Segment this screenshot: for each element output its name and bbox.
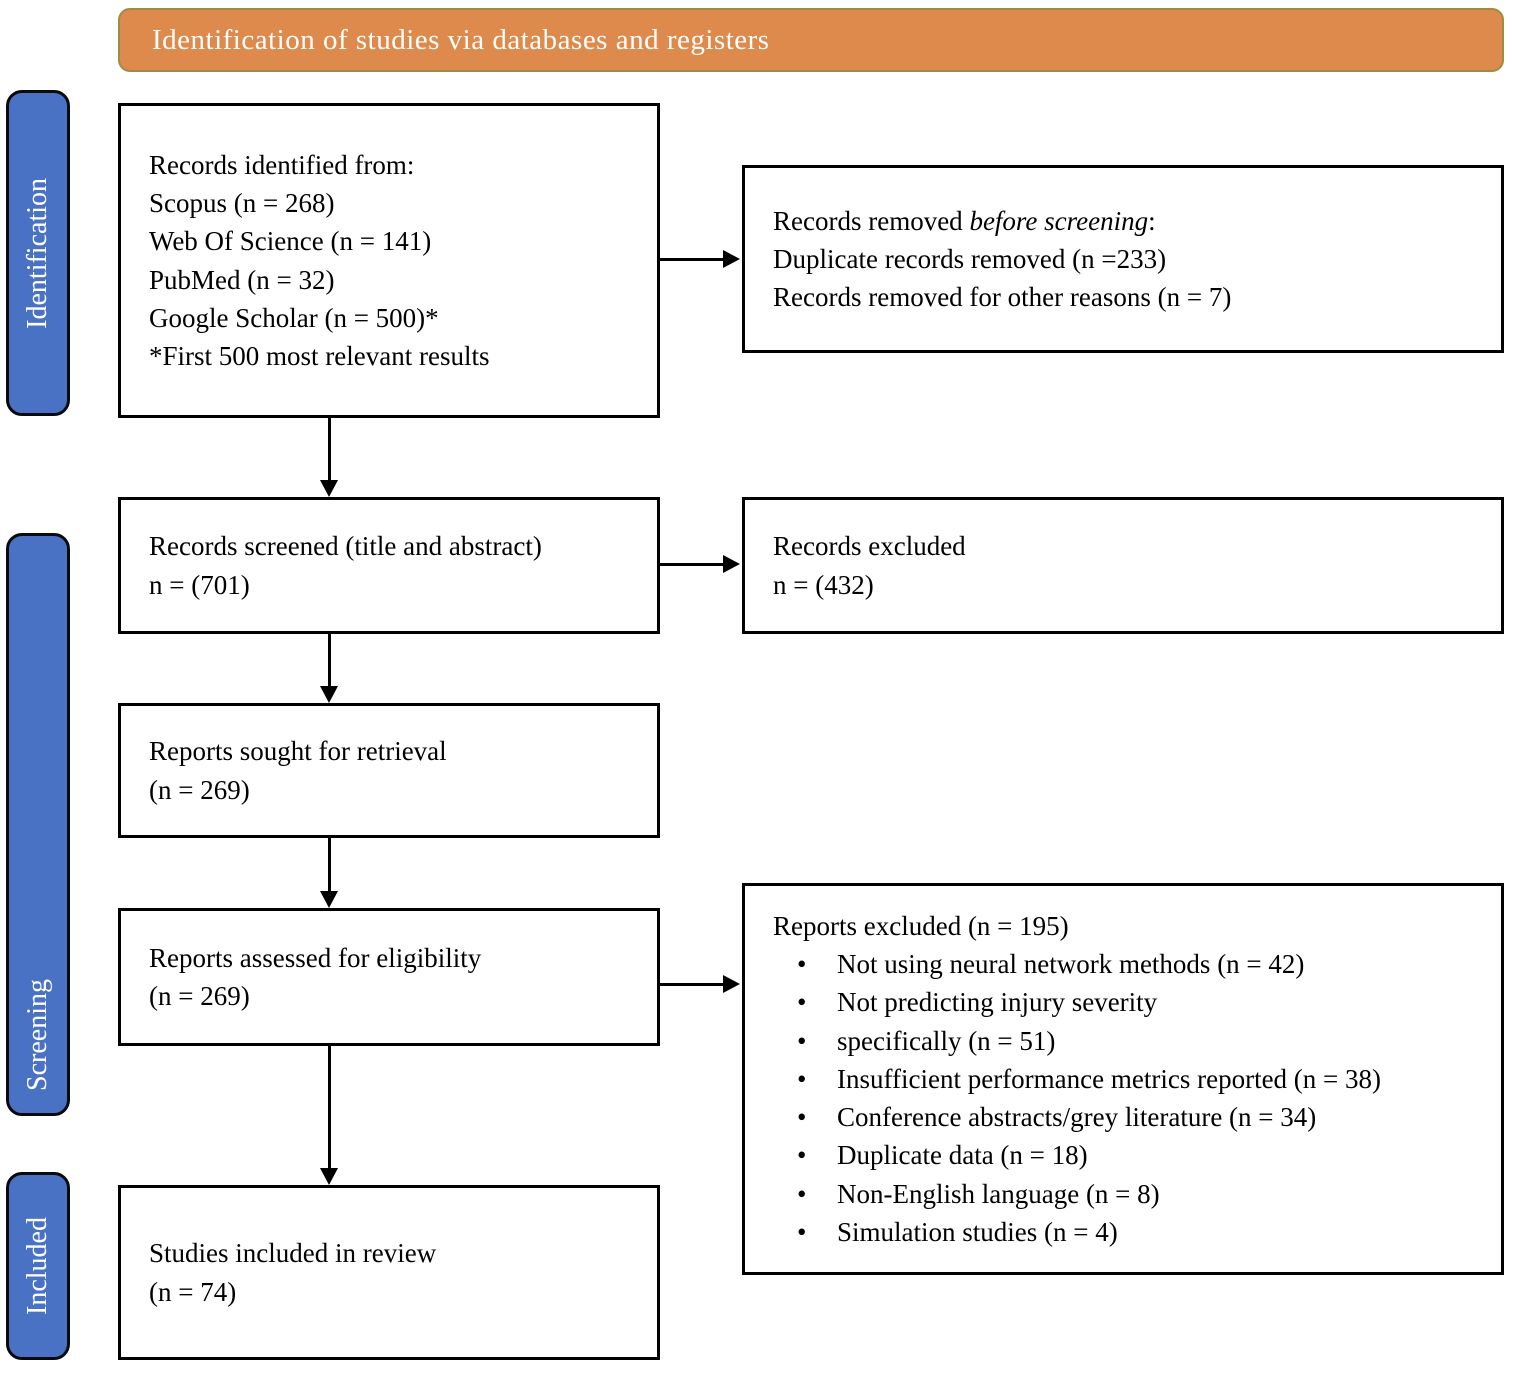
records-identified-line: Records identified from: [149, 149, 415, 180]
arrow-identified-to-screened [320, 418, 338, 497]
stage-bar-included: Included [6, 1172, 70, 1360]
studies-included-count: (n = 74) [149, 1276, 237, 1307]
reports-excluded-item-text: Duplicate data (n = 18) [837, 1140, 1088, 1171]
reports-excluded-item: • Duplicate data (n = 18) [773, 1136, 1489, 1174]
reports-excluded-item: • Not predicting injury severity [773, 983, 1489, 1021]
reports-assessed-count: (n = 269) [149, 981, 250, 1011]
stage-bar-identification: Identification [6, 90, 70, 416]
box-reports-excluded: Reports excluded (n = 195) • Not using ne… [742, 883, 1504, 1275]
bullet-icon: • [797, 1025, 807, 1056]
records-removed-title-suffix: : [1148, 205, 1156, 236]
records-removed-title: Records removed before screening: [773, 202, 1489, 240]
bullet-icon: • [797, 1063, 807, 1094]
reports-excluded-item-text: Not predicting injury severity [837, 987, 1158, 1018]
bullet-icon: • [797, 1217, 807, 1248]
reports-excluded-item-text: Not using neural network methods (n = 42… [837, 948, 1305, 979]
arrow-assessed-to-reports-excluded [660, 975, 740, 993]
reports-excluded-item: • Simulation studies (n = 4) [773, 1213, 1489, 1251]
records-identified-footnote: *First 500 most relevant results [149, 341, 490, 372]
reports-excluded-item-text: specifically (n = 51) [837, 1025, 1056, 1056]
reports-excluded-title: Reports excluded (n = 195) [773, 910, 1069, 941]
box-records-excluded: Records excluded n = (432) [742, 497, 1504, 634]
reports-assessed-line: Reports assessed for eligibility [149, 942, 482, 973]
records-excluded-count: n = (432) [773, 569, 874, 600]
bullet-icon: • [797, 1140, 807, 1171]
stage-label-identification: Identification [22, 177, 53, 329]
records-identified-line: Google Scholar (n = 500)* [149, 302, 439, 333]
box-reports-assessed: Reports assessed for eligibility (n = 26… [118, 908, 660, 1046]
records-removed-title-italic: before screening [969, 205, 1149, 236]
box-studies-included: Studies included in review (n = 74) [118, 1185, 660, 1360]
records-screened-line: Records screened (title and abstract) [149, 531, 542, 562]
box-reports-sought: Reports sought for retrieval (n = 269) [118, 703, 660, 838]
reports-excluded-item: • Not using neural network methods (n = 4… [773, 945, 1489, 983]
records-excluded-line: Records excluded [773, 531, 966, 562]
box-records-screened: Records screened (title and abstract) n … [118, 497, 660, 634]
reports-excluded-item: • Insufficient performance metrics report… [773, 1060, 1489, 1098]
bullet-icon: • [797, 1102, 807, 1133]
bullet-icon: • [797, 948, 807, 979]
records-removed-title-prefix: Records removed [773, 205, 970, 236]
arrow-assessed-to-included [320, 1046, 338, 1185]
stage-label-included: Included [22, 1217, 53, 1315]
reports-sought-count: (n = 269) [149, 774, 250, 805]
box-records-identified: Records identified from: Scopus (n = 268… [118, 103, 660, 418]
records-identified-line: PubMed (n = 32) [149, 264, 335, 295]
studies-included-line: Studies included in review [149, 1238, 437, 1269]
reports-excluded-item-text: Conference abstracts/grey literature (n … [837, 1102, 1317, 1133]
records-identified-line: Web Of Science (n = 141) [149, 226, 432, 257]
reports-excluded-item-text: Non-English language (n = 8) [837, 1178, 1160, 1209]
reports-excluded-item-text: Insufficient performance metrics reporte… [837, 1063, 1382, 1094]
banner-label: Identification of studies via databases … [152, 23, 770, 56]
arrow-screened-to-sought [320, 634, 338, 703]
reports-sought-line: Reports sought for retrieval [149, 736, 447, 767]
stage-label-screening: Screening [22, 979, 53, 1091]
reports-excluded-item: • Conference abstracts/grey literature (n… [773, 1098, 1489, 1136]
box-records-removed: Records removed before screening: Duplic… [742, 165, 1504, 353]
reports-excluded-item-text: Simulation studies (n = 4) [837, 1217, 1118, 1248]
reports-excluded-item: • specifically (n = 51) [773, 1022, 1489, 1060]
records-screened-count: n = (701) [149, 569, 250, 600]
bullet-icon: • [797, 1178, 807, 1209]
records-identified-line: Scopus (n = 268) [149, 187, 335, 218]
arrow-identified-to-removed [660, 250, 740, 268]
reports-excluded-list: • Not using neural network methods (n = 4… [773, 945, 1489, 1252]
records-removed-other: Records removed for other reasons (n = 7… [773, 282, 1232, 313]
banner-identification-of-studies: Identification of studies via databases … [118, 8, 1504, 72]
bullet-icon: • [797, 987, 807, 1018]
arrow-screened-to-excluded [660, 555, 740, 573]
reports-excluded-item: • Non-English language (n = 8) [773, 1175, 1489, 1213]
records-removed-duplicates: Duplicate records removed (n =233) [773, 243, 1167, 274]
arrow-sought-to-assessed [320, 838, 338, 908]
stage-bar-screening: Screening [6, 533, 70, 1116]
